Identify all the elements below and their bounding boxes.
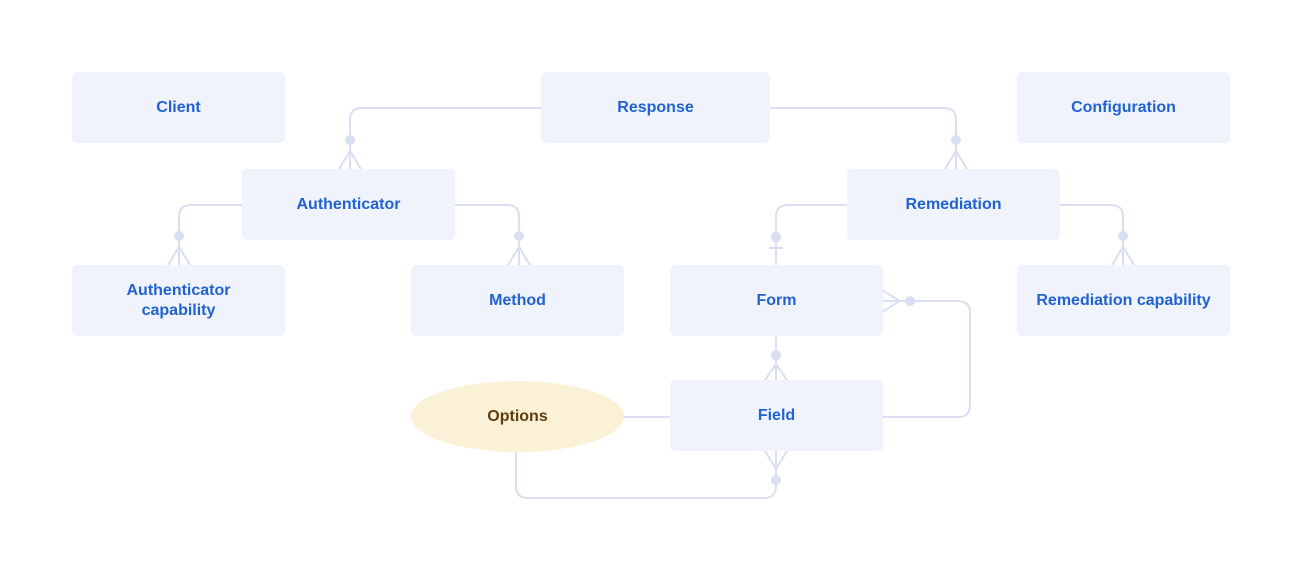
- edge-remediation-form: [769, 204, 847, 265]
- edge-remediation-capability: [1059, 204, 1135, 266]
- edge-response-authenticator: [338, 107, 541, 170]
- edge-options-field-bottom: [515, 450, 788, 499]
- node-method: Method: [411, 265, 624, 336]
- node-configuration: Configuration: [1017, 72, 1230, 143]
- edge-authenticator-capability: [167, 204, 242, 266]
- node-remediation: Remediation: [847, 169, 1060, 240]
- node-response: Response: [541, 72, 770, 143]
- node-authenticator: Authenticator: [242, 169, 455, 240]
- node-client: Client: [72, 72, 285, 143]
- node-options: Options: [411, 381, 624, 452]
- node-remediation-capability: Remediation capability: [1017, 265, 1230, 336]
- node-form: Form: [670, 265, 883, 336]
- edge-form-field: [764, 336, 788, 381]
- edge-response-remediation: [769, 107, 968, 170]
- edge-authenticator-method: [454, 204, 531, 266]
- node-field: Field: [670, 380, 883, 451]
- edge-field-form-loop: [881, 289, 971, 418]
- node-authenticator-capability: Authenticator capability: [72, 265, 285, 336]
